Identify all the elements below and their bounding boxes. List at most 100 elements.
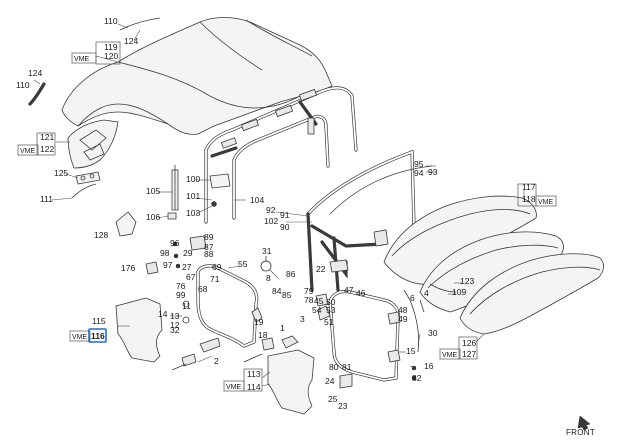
callout-50[interactable]: 50	[326, 297, 336, 307]
callout-49[interactable]: 49	[398, 314, 408, 324]
callout-82[interactable]: 82	[412, 373, 422, 383]
callout-104[interactable]: 104	[250, 195, 264, 205]
callout-98[interactable]: 98	[160, 248, 170, 258]
callout-23[interactable]: 23	[338, 401, 348, 411]
callout-122[interactable]: 122	[40, 144, 54, 154]
callout-45[interactable]: 45	[314, 296, 324, 306]
callout-2[interactable]: 2	[214, 356, 219, 366]
bow-latch-100[interactable]	[209, 173, 231, 207]
callout-79[interactable]: 79	[304, 286, 314, 296]
callout-92[interactable]: 92	[266, 205, 276, 215]
bracket-128[interactable]	[115, 211, 137, 237]
callout-123[interactable]: 123	[460, 276, 474, 286]
callout-76[interactable]: 76	[176, 281, 186, 291]
callout-127[interactable]: 127	[462, 349, 476, 359]
callout-69[interactable]: 69	[212, 262, 222, 272]
callout-116[interactable]: 116	[91, 331, 105, 341]
callout-1[interactable]: 1	[280, 323, 285, 333]
callout-124[interactable]: 124	[28, 68, 42, 78]
callout-14[interactable]: 14	[158, 309, 168, 319]
door-frame-center[interactable]	[328, 289, 400, 382]
callout-29[interactable]: 29	[183, 248, 193, 258]
callout-67[interactable]: 67	[186, 272, 196, 282]
callout-68[interactable]: 68	[198, 284, 208, 294]
cable-110-top[interactable]	[119, 17, 161, 31]
callout-90[interactable]: 90	[280, 222, 290, 232]
callout-126[interactable]: 126	[462, 338, 476, 348]
callout-89[interactable]: 89	[204, 232, 214, 242]
callout-80[interactable]: 80	[329, 362, 339, 372]
callout-109[interactable]: 109	[452, 287, 466, 297]
callout-31[interactable]: 31	[262, 246, 272, 256]
callout-32[interactable]: 32	[170, 325, 180, 335]
callout-13[interactable]: 13	[170, 311, 180, 321]
callout-94[interactable]: 94	[414, 168, 424, 178]
callout-97[interactable]: 97	[163, 260, 173, 270]
callout-4[interactable]: 4	[424, 288, 429, 298]
callout-8[interactable]: 8	[266, 273, 271, 283]
callout-100[interactable]: 100	[186, 174, 200, 184]
trim-109[interactable]	[429, 283, 457, 293]
callout-55[interactable]: 55	[238, 259, 248, 269]
callout-118[interactable]: 118	[522, 194, 536, 204]
callout-24[interactable]: 24	[325, 376, 335, 386]
cable-110-left[interactable]	[28, 82, 46, 106]
callout-128[interactable]: 128	[94, 230, 108, 240]
callout-46[interactable]: 46	[356, 288, 366, 298]
seal-rail-95[interactable]	[329, 165, 433, 215]
callout-110[interactable]: 110	[16, 80, 30, 90]
callout-106[interactable]: 106	[146, 212, 160, 222]
callout-71[interactable]: 71	[210, 274, 220, 284]
callout-103[interactable]: 103	[186, 208, 200, 218]
callout-125[interactable]: 125	[54, 168, 68, 178]
strap-111[interactable]	[71, 183, 97, 199]
callout-16[interactable]: 16	[424, 361, 434, 371]
callout-113[interactable]: 113	[247, 369, 261, 379]
callout-11[interactable]: 11	[182, 301, 191, 311]
rear-window-panel[interactable]	[67, 119, 119, 169]
callout-101[interactable]: 101	[186, 191, 200, 201]
callout-87[interactable]: 87	[204, 242, 214, 252]
callout-78[interactable]: 78	[304, 295, 314, 305]
callout-88[interactable]: 88	[204, 249, 214, 259]
callout-27[interactable]: 27	[182, 262, 192, 272]
callout-3[interactable]: 3	[300, 314, 305, 324]
callout-85[interactable]: 85	[282, 290, 292, 300]
callout-119[interactable]: 119	[104, 42, 118, 52]
callout-12[interactable]: 12	[170, 320, 180, 330]
callout-19[interactable]: 19	[254, 317, 264, 327]
callout-99[interactable]: 99	[176, 290, 186, 300]
callout-22[interactable]: 22	[316, 264, 326, 274]
callout-86[interactable]: 86	[286, 269, 296, 279]
callout-105[interactable]: 105	[146, 186, 160, 196]
callout-120[interactable]: 120	[104, 51, 118, 61]
callout-96[interactable]: 96	[170, 238, 180, 248]
callout-114[interactable]: 114	[247, 382, 261, 392]
callout-6[interactable]: 6	[410, 293, 415, 303]
callout-102[interactable]: 102	[264, 216, 278, 226]
callout-115[interactable]: 115	[92, 316, 106, 326]
callout-30[interactable]: 30	[428, 328, 438, 338]
strut-105[interactable]	[171, 165, 179, 211]
callout-176[interactable]: 176	[121, 263, 135, 273]
callout-48[interactable]: 48	[398, 305, 408, 315]
callout-54[interactable]: 54	[312, 305, 322, 315]
callout-117[interactable]: 117	[522, 182, 536, 192]
callout-53[interactable]: 53	[326, 305, 336, 315]
callout-93[interactable]: 93	[428, 167, 438, 177]
callout-15[interactable]: 15	[406, 346, 416, 356]
callout-81[interactable]: 81	[342, 362, 352, 372]
hardtop-panel-126[interactable]	[459, 253, 604, 335]
callout-95[interactable]: 95	[414, 159, 424, 169]
callout-110[interactable]: 110	[104, 16, 118, 26]
soft-top-cover[interactable]	[61, 17, 333, 135]
callout-91[interactable]: 91	[280, 210, 290, 220]
clip-106[interactable]	[167, 212, 177, 220]
callout-25[interactable]: 25	[328, 394, 338, 404]
side-curtain-115[interactable]	[115, 297, 163, 363]
callout-18[interactable]: 18	[258, 330, 268, 340]
callout-121[interactable]: 121	[40, 132, 54, 142]
side-curtain-113[interactable]	[267, 349, 315, 415]
callout-124[interactable]: 124	[124, 36, 138, 46]
hinge-125[interactable]	[75, 171, 101, 185]
